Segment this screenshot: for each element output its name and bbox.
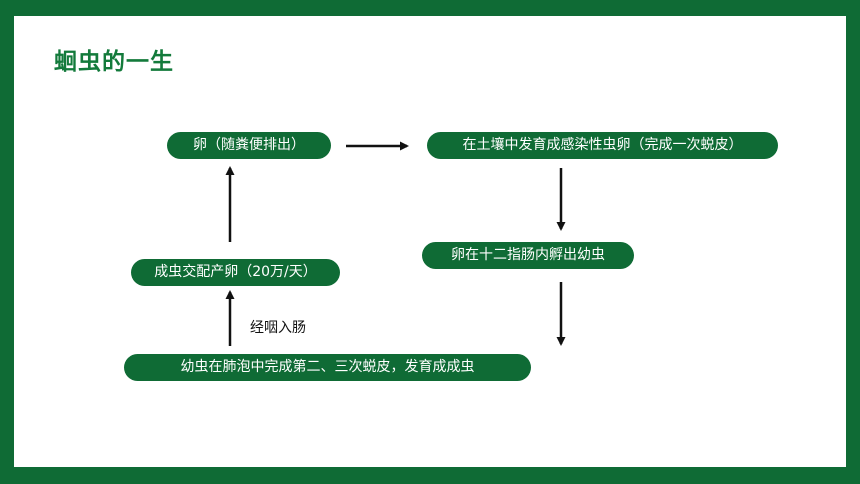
note-throat: 经咽入肠: [250, 320, 306, 336]
node-soil: 在土壤中发育成感染性虫卵（完成一次蜕皮）: [427, 132, 778, 159]
node-egg: 卵（随粪便排出）: [167, 132, 331, 159]
flow-arrows: [225, 141, 566, 346]
page-title: 蛔虫的一生: [54, 49, 174, 75]
node-lung: 幼虫在肺泡中完成第二、三次蜕皮，发育成成虫: [124, 354, 531, 381]
node-hatch: 卵在十二指肠内孵出幼虫: [422, 242, 634, 269]
slide: 蛔虫的一生 卵（随粪便排出） 在土壤中发育成感染性虫卵（完成一次蜕皮） 卵在十二…: [14, 16, 846, 467]
node-adult: 成虫交配产卵（20万/天）: [131, 259, 340, 286]
